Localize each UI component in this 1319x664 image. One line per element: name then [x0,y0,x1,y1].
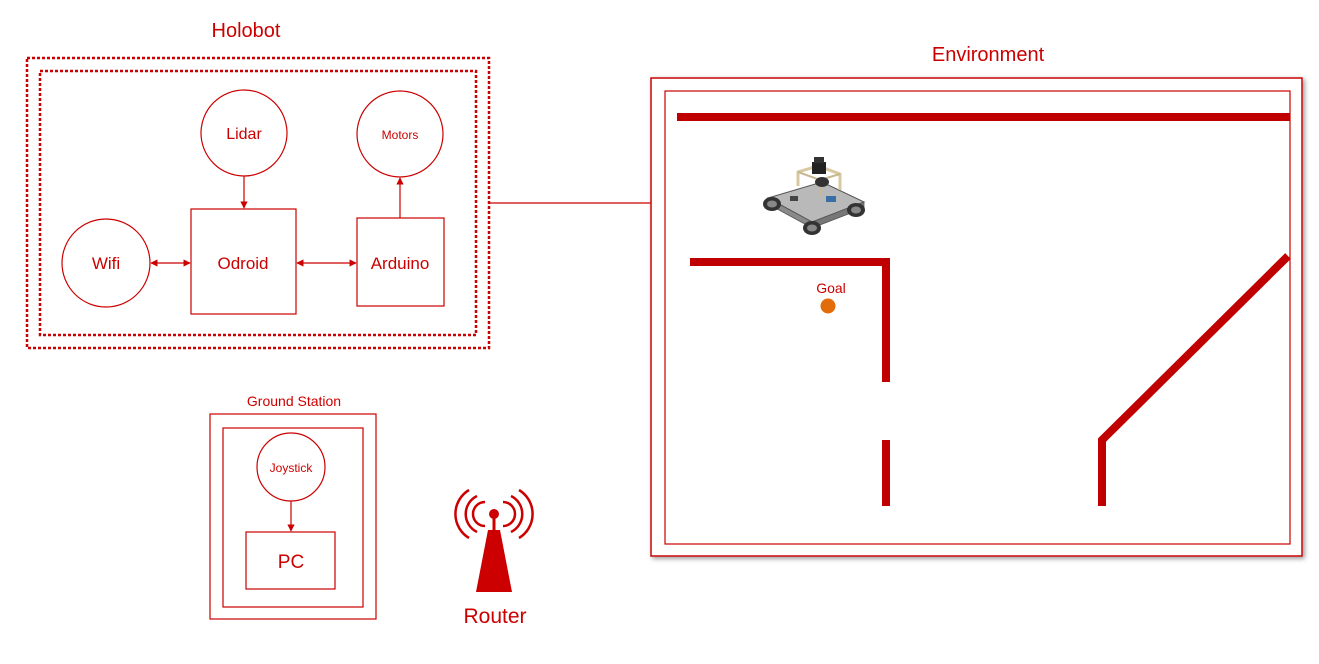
holobot-inner-border [38,69,478,337]
goal-marker: Goal [816,280,846,314]
router-group: Router [454,488,534,628]
odroid-node: Odroid [190,208,297,315]
environment-walls [677,113,1291,506]
joystick-node: Joystick [256,432,326,502]
router-antenna-icon [454,488,534,592]
goal-label: Goal [816,280,846,296]
l-shaped-wall [690,258,890,382]
motors-node: Motors [356,90,444,178]
odroid-label: Odroid [217,254,268,273]
holobot-group: Holobot Lidar Motors Wifi Odroid Arduino [25,20,491,350]
goal-dot [820,298,836,314]
environment-inner-border [664,90,1291,545]
joystick-label: Joystick [270,461,314,475]
pc-label: PC [278,552,304,573]
arduino-label: Arduino [371,254,430,273]
mecanum-robot-icon [763,157,866,235]
motors-label: Motors [382,128,419,142]
environment-title: Environment [932,44,1045,66]
router-label: Router [463,605,526,628]
ground-station-title: Ground Station [247,393,341,409]
ground-station-group: Ground Station Joystick PC [209,393,377,620]
arduino-node: Arduino [356,217,445,307]
holobot-title: Holobot [212,20,281,42]
lidar-node: Lidar [200,89,288,177]
lidar-label: Lidar [226,126,262,143]
ground-station-outer-border [209,413,377,620]
wifi-label: Wifi [92,254,120,273]
pc-node: PC [245,531,336,590]
diagonal-wall [1098,253,1291,506]
wifi-node: Wifi [61,218,151,308]
ground-station-inner-border [222,427,364,608]
environment-group: Environment Goal [650,44,1303,557]
environment-outer-border [650,77,1303,557]
